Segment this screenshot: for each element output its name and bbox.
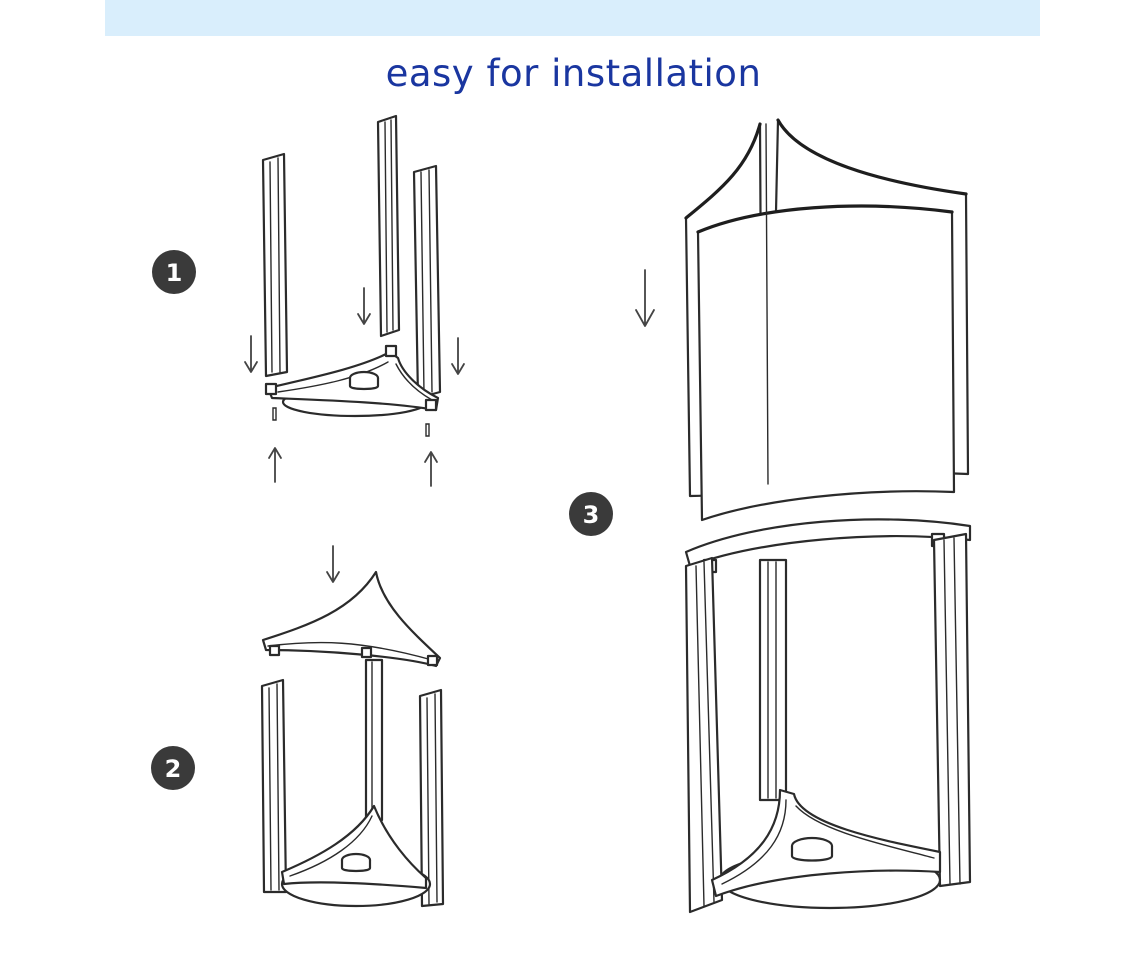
frame-top-cap [684,518,972,574]
step-number-2: 2 [165,755,182,783]
step-badge-2: 2 [151,746,195,790]
step-1-arrows [244,287,465,487]
top-cap [261,570,442,668]
middle-pole [376,114,401,338]
step-number-3: 3 [583,501,600,529]
header-band [105,0,1040,36]
step-3-arrow [635,269,655,327]
step-2-base [280,804,432,908]
step-3-base [710,788,942,910]
triangular-base [264,344,440,418]
step-2-arrow [326,545,340,583]
step-2-illustration [260,545,445,908]
step-badge-3: 3 [569,492,613,536]
poster-panels [684,118,970,522]
frame-sides [684,532,972,914]
step-1-illustration [244,114,465,487]
step-number-1: 1 [166,259,183,287]
right-pole [412,164,442,400]
page-title: easy for installation [385,52,762,95]
screws [272,407,430,437]
frame-poles [260,658,445,908]
left-pole [261,152,289,378]
step-3-illustration [635,118,972,914]
step-badge-1: 1 [152,250,196,294]
